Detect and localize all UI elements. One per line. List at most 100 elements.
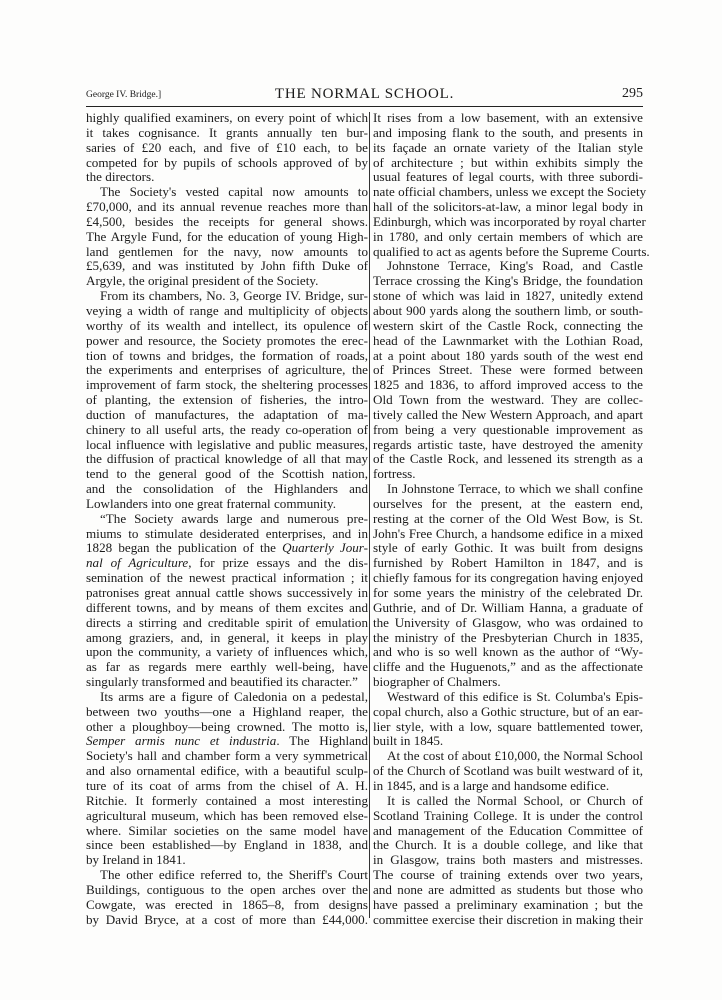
- text-line: of the Church of Scotland was built west…: [373, 763, 643, 779]
- text-line: Lowlanders into one great fraternal comm…: [86, 495, 337, 511]
- running-head-section: George IV. Bridge.]: [86, 90, 162, 100]
- text-line: upon the community, a variety of influen…: [86, 644, 368, 660]
- text-line: highly qualified examiners, on every poi…: [86, 110, 368, 125]
- text-line: of planting, the extension of fisheries,…: [86, 392, 368, 408]
- text-line: Old Town from the westward. They are col…: [373, 392, 643, 408]
- text-line: other a ploughboy—being crowned. The mot…: [86, 718, 368, 734]
- text-line: between two youths—one a Highland reaper…: [86, 703, 368, 719]
- text-line: western skirt of the Castle Rock, connec…: [373, 317, 643, 333]
- text-line: Guthrie, and of Dr. William Hanna, a gra…: [373, 599, 643, 615]
- text-line: have passed a preliminary examination ; …: [373, 896, 643, 912]
- right-column: It rises from a low basement, with an ex…: [373, 110, 650, 927]
- text-line: It rises from a low basement, with an ex…: [373, 110, 643, 125]
- text-line: among graziers, and, in general, it keep…: [86, 629, 368, 645]
- text-line: furnished by Robert Hamilton in 1847, an…: [373, 555, 643, 571]
- text-line: 1825 and 1836, to afford improved access…: [373, 377, 643, 393]
- text-line: The Argyle Fund, for the education of yo…: [86, 228, 368, 244]
- text-line: built in 1845.: [373, 733, 444, 749]
- text-line: saries of £20 each, and five of £10 each…: [86, 139, 368, 155]
- text-line: it takes cognisance. It grants annually …: [86, 124, 368, 140]
- text-line: the experiments and enterprises of agric…: [86, 362, 368, 378]
- text-line: Edinburgh, which was incorporated by roy…: [373, 213, 646, 229]
- text-line: land gentlemen for the navy, now amounts…: [86, 243, 368, 259]
- text-line: chinery to all useful arts, the ready co…: [86, 421, 368, 437]
- text-line: of the Castle Rock, and lessened its str…: [373, 451, 643, 467]
- text-line: in 1780, and only certain members of whi…: [373, 228, 643, 244]
- text-line: directs a stirring and creditable spirit…: [86, 614, 368, 630]
- column-divider: [369, 112, 370, 918]
- text-line: resting at the corner of the Old West Bo…: [373, 510, 643, 526]
- running-head-title: THE NORMAL SCHOOL.: [274, 86, 455, 102]
- text-line: by David Bryce, at a cost of more than £…: [86, 911, 368, 927]
- text-line: Ritchie. It formerly contained a most in…: [86, 792, 368, 808]
- text-line: tion of towns and bridges, the formation…: [86, 347, 368, 363]
- running-head: George IV. Bridge.] THE NORMAL SCHOOL. 2…: [86, 86, 643, 104]
- text-line: committee exercise their discretion in m…: [373, 911, 643, 927]
- text-line: and also ornamental edifice, with a beau…: [86, 763, 368, 779]
- text-line: stone of which was laid in 1827, unitedl…: [373, 288, 643, 304]
- text-line: Semper armis nunc et industria. The High…: [86, 733, 369, 749]
- text-line: the diffusion of practical knowledge of …: [86, 451, 368, 467]
- text-line: At the cost of about £10,000, the Normal…: [387, 748, 643, 764]
- text-line: The other edifice referred to, the Sheri…: [100, 867, 368, 883]
- text-line: about 900 yards along the southern limb,…: [373, 302, 643, 318]
- text-line: John's Free Church, a handsome edifice i…: [373, 525, 643, 541]
- text-line: at a point about 180 yards south of the …: [373, 347, 643, 363]
- text-line: “The Society awards large and numerous p…: [100, 510, 368, 526]
- text-line: the University of Glasgow, who was ordai…: [373, 614, 643, 630]
- text-line: fortress.: [373, 466, 416, 482]
- text-line: hall of the solicitors-at-law, a minor l…: [373, 199, 643, 215]
- text-line: The course of training extends over two …: [373, 867, 643, 883]
- text-line: of Princes Street. These were formed bet…: [373, 362, 643, 378]
- text-line: worthy of its wealth and intellect, its …: [86, 317, 368, 333]
- text-line: Buildings, contiguous to the open arches…: [86, 881, 368, 897]
- text-line: From its chambers, No. 3, George IV. Bri…: [100, 288, 368, 304]
- text-line: lier style, with a low, square battlemen…: [373, 718, 643, 734]
- text-line: nal of Agriculture, for prize essays and…: [86, 555, 368, 571]
- text-line: patronises great annual cattle shows suc…: [86, 585, 368, 600]
- text-line: chiefly famous for its congregation havi…: [373, 570, 643, 586]
- text-line: Johnstone Terrace, King's Road, and Cast…: [387, 258, 643, 274]
- text-line: head of the Lawnmarket with the Lothian …: [373, 332, 643, 348]
- text-line: since been established—by England in 183…: [86, 837, 368, 853]
- text-line: and imposing flank to the south, and pre…: [373, 124, 643, 140]
- text-line: its façade an ornate variety of the Ital…: [373, 139, 643, 155]
- text-line: the Church. It is a double college, and …: [373, 837, 643, 853]
- text-line: singularly transformed and beautified it…: [86, 674, 358, 690]
- text-line: It is called the Normal School, or Churc…: [387, 792, 643, 808]
- text-line: tively called the New Western Approach, …: [373, 406, 643, 422]
- header-rule: [86, 106, 643, 107]
- text-line: and management of the Education Committe…: [373, 822, 643, 838]
- text-line: regards artistic taste, have destroyed t…: [373, 436, 643, 452]
- text-line: biographer of Chalmers.: [373, 674, 501, 690]
- text-line: Westward of this edifice is St. Columba'…: [387, 688, 643, 704]
- text-line: improvement of farm stock, the shelterin…: [86, 377, 368, 393]
- text-line: in 1845, and is a large and handsome edi…: [373, 777, 610, 793]
- text-line: by Ireland in 1841.: [86, 852, 186, 868]
- text-line: in Glasgow, trains both masters and mist…: [373, 852, 643, 868]
- text-line: the directors.: [86, 169, 155, 185]
- text-line: Terrace crossing the King's Bridge, the …: [373, 273, 643, 289]
- text-line: miums to stimulate desiderated enterpris…: [86, 525, 368, 541]
- text-line: and the consolidation of the Highlanders…: [86, 481, 368, 497]
- text-line: of architecture ; but within exhibits si…: [373, 154, 643, 170]
- text-line: local influence with legislative and pub…: [86, 436, 368, 452]
- text-line: cliffe and the Huguenots,” and as the af…: [373, 659, 643, 675]
- text-line: duction of manufactures, the adaptation …: [86, 406, 368, 422]
- text-line: Society's hall and chamber form a very s…: [86, 748, 368, 764]
- text-line: where. Similar societies on the same mod…: [86, 822, 368, 838]
- text-line: Argyle, the original president of the So…: [86, 273, 319, 289]
- text-line: £4,500, besides the receipts for general…: [86, 213, 368, 229]
- text-line: ture of its coat of arms from the chisel…: [86, 777, 368, 793]
- text-line: copal church, also a Gothic structure, b…: [373, 703, 643, 719]
- text-line: qualified to act as agents before the Su…: [373, 243, 650, 259]
- text-line: £5,639, and was instituted by John fifth…: [86, 258, 368, 274]
- text-line: In Johnstone Terrace, to which we shall …: [387, 481, 643, 497]
- text-line: agricultural museum, which has been remo…: [86, 807, 368, 823]
- text-line: 1828 began the publication of the Quarte…: [86, 540, 369, 556]
- text-line: The Society's vested capital now amounts…: [100, 184, 368, 200]
- text-line: Scotland Training College. It is under t…: [373, 807, 643, 823]
- text-line: and who is so well known as the author o…: [373, 644, 643, 660]
- text-line: different towns, and by means of them ex…: [86, 599, 368, 615]
- text-line: the ministry of the Presbyterian Church …: [373, 629, 643, 645]
